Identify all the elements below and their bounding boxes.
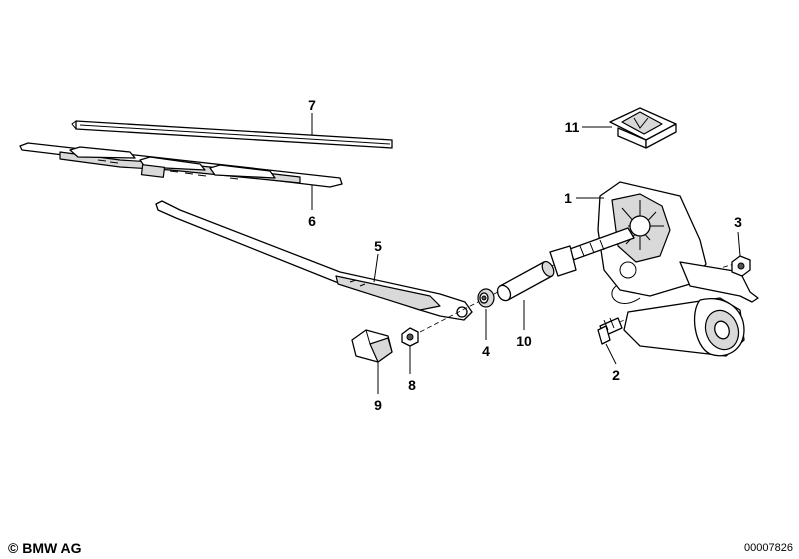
callout-7: 7 — [308, 97, 316, 113]
callout-2: 2 — [612, 367, 620, 383]
callout-1: 1 — [564, 190, 572, 206]
diagram-id-label: 00007826 — [744, 542, 793, 554]
callout-4: 4 — [482, 343, 490, 359]
wiper-motor-assembly-part[interactable] — [549, 181, 759, 357]
copyright-label: © BMW AG — [8, 540, 82, 556]
wiper-blade-part[interactable] — [19, 142, 343, 188]
callout-10: 10 — [516, 333, 532, 349]
callout-5: 5 — [374, 238, 382, 254]
hex-nut-part-8[interactable] — [401, 327, 419, 347]
hex-bolt-part[interactable] — [597, 317, 623, 345]
wiper-blade-refill-part[interactable] — [71, 120, 393, 149]
spacer-sleeve-part[interactable] — [495, 260, 556, 303]
callout-11: 11 — [565, 119, 580, 135]
retaining-clip-part[interactable] — [609, 107, 677, 149]
arm-cover-cap-part[interactable] — [351, 329, 393, 363]
callout-8: 8 — [408, 377, 416, 393]
leader-lines — [311, 113, 741, 394]
callout-6: 6 — [308, 213, 316, 229]
wiper-arm-part[interactable] — [155, 200, 473, 321]
callout-9: 9 — [374, 397, 382, 413]
callout-3: 3 — [734, 214, 742, 230]
rubber-bushing-part[interactable] — [477, 288, 495, 308]
hex-nut-part-3[interactable] — [731, 255, 751, 277]
